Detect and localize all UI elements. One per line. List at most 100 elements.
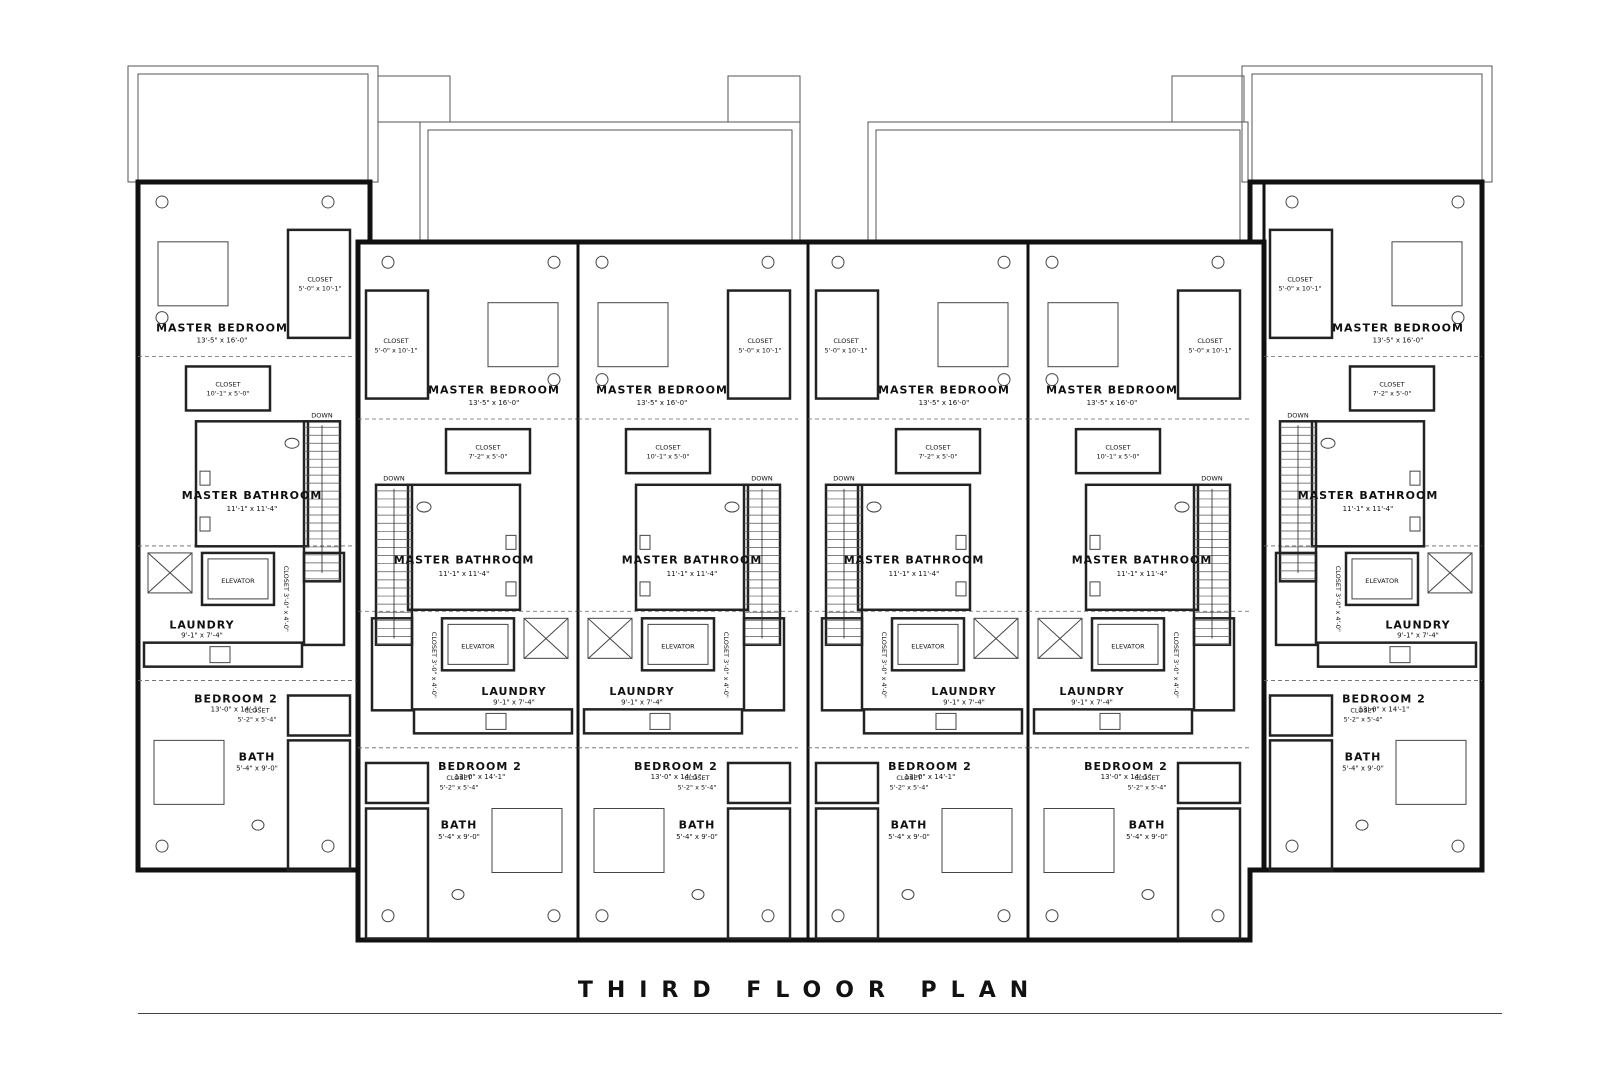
ceiling-light-icon bbox=[761, 255, 775, 269]
laundry-label: LAUNDRY bbox=[1385, 619, 1450, 632]
sink-icon bbox=[1089, 534, 1101, 550]
master-bed-icon bbox=[1391, 241, 1463, 307]
hall-closet-wall bbox=[370, 617, 414, 712]
ceiling-light-icon bbox=[381, 255, 395, 269]
bed2-bed-icon bbox=[1043, 807, 1115, 873]
closet-wall bbox=[286, 228, 352, 340]
toilet-icon bbox=[1174, 501, 1190, 513]
elevator-label: ELEVATOR bbox=[221, 577, 255, 585]
ceiling-light-icon bbox=[547, 255, 561, 269]
ceiling-light-icon bbox=[997, 909, 1011, 923]
laundry-sink-icon bbox=[649, 712, 671, 730]
bath-wall bbox=[814, 807, 880, 940]
ceiling-light-icon bbox=[155, 195, 169, 209]
bath-closet-dim: 10'-1" x 5'-0" bbox=[647, 452, 690, 460]
bed2-closet-wall bbox=[1176, 761, 1242, 805]
master-bathroom-label: MASTER BATHROOM bbox=[1298, 489, 1439, 502]
ceiling-light-icon bbox=[595, 373, 609, 387]
ceiling-light-icon bbox=[1451, 839, 1465, 853]
bedroom2-dim: 13'-0" x 14'-1" bbox=[905, 773, 956, 781]
title-underline bbox=[138, 1013, 1502, 1014]
balcony-u6-inner bbox=[1251, 73, 1483, 183]
elevator-label: ELEVATOR bbox=[661, 643, 695, 651]
bed2-closet-label: CLOSET bbox=[896, 774, 921, 782]
bed-closet-dim: 5'-0" x 10'-1" bbox=[1189, 346, 1232, 354]
closet-wall bbox=[726, 289, 792, 400]
closet-wall bbox=[894, 427, 982, 475]
bed-closet-dim: 5'-0" x 10'-1" bbox=[1279, 285, 1322, 293]
shaft-x bbox=[523, 617, 569, 660]
bed2-closet-wall bbox=[286, 694, 352, 737]
bathroom-wall bbox=[856, 483, 972, 612]
hall-closet-label: CLOSET 3'-0" x 4'-0" bbox=[1172, 632, 1180, 698]
elevator-car bbox=[1097, 623, 1159, 665]
balcony-u2-u3 bbox=[419, 121, 801, 243]
master-bedroom-dim: 13'-5" x 16'-0" bbox=[197, 337, 248, 345]
bath-wall bbox=[1176, 807, 1242, 940]
ceiling-light-icon bbox=[1045, 909, 1059, 923]
sink-icon bbox=[639, 534, 651, 550]
bed2-bed-icon bbox=[153, 739, 225, 805]
master-bathroom-label: MASTER BATHROOM bbox=[622, 554, 763, 567]
bedroom2-label: BEDROOM 2 bbox=[194, 692, 278, 705]
bed-closet-label: CLOSET bbox=[833, 337, 858, 345]
laundry-label: LAUNDRY bbox=[169, 619, 234, 632]
toilet-icon bbox=[724, 501, 740, 513]
ceiling-light-icon bbox=[1451, 311, 1465, 325]
toilet-icon bbox=[866, 501, 882, 513]
laundry-label: LAUNDRY bbox=[931, 685, 996, 698]
hall-closet-label: CLOSET 3'-0" x 4'-0" bbox=[1334, 566, 1342, 632]
closet-wall bbox=[184, 365, 272, 412]
ceiling-light-icon bbox=[547, 909, 561, 923]
plan-title: THIRD FLOOR PLAN bbox=[577, 978, 1043, 1003]
closet-wall bbox=[1348, 365, 1436, 412]
master-bedroom-label: MASTER BEDROOM bbox=[156, 322, 288, 335]
master-bed-icon bbox=[597, 302, 669, 368]
bathroom-wall bbox=[194, 420, 310, 548]
sink-icon bbox=[1409, 516, 1421, 532]
hall-closet-label: CLOSET 3'-0" x 4'-0" bbox=[282, 566, 290, 632]
master-bedroom-label: MASTER BEDROOM bbox=[878, 384, 1010, 397]
toilet-icon bbox=[416, 501, 432, 513]
ceiling-light-icon bbox=[831, 255, 845, 269]
balcony-u1 bbox=[127, 65, 379, 183]
elevator-car bbox=[447, 623, 509, 665]
hall-closet-wall bbox=[742, 617, 786, 712]
bath-label: BATH bbox=[441, 819, 478, 832]
master-bathroom-label: MASTER BATHROOM bbox=[182, 489, 323, 502]
bath-label: BATH bbox=[679, 819, 716, 832]
shaft-x bbox=[973, 617, 1019, 660]
shaft-box bbox=[523, 617, 569, 659]
ceiling-light-icon bbox=[1285, 839, 1299, 853]
bed2-closet-label: CLOSET bbox=[244, 706, 269, 714]
bath-dim: 5'-4" x 9'-0" bbox=[888, 833, 930, 841]
balcony-u6 bbox=[1241, 65, 1493, 183]
elevator-car bbox=[647, 623, 709, 665]
laundry-sink-icon bbox=[485, 712, 507, 730]
closet-wall bbox=[1074, 427, 1162, 475]
bath-wall bbox=[1268, 739, 1334, 872]
sink-icon bbox=[505, 534, 517, 550]
ceiling-light-icon bbox=[1211, 909, 1225, 923]
ceiling-light-icon bbox=[321, 195, 335, 209]
master-bathroom-dim: 11'-1" x 11'-4" bbox=[227, 505, 278, 513]
ceiling-light-icon bbox=[1211, 255, 1225, 269]
bed2-closet-wall bbox=[1268, 694, 1334, 737]
bath-closet-label: CLOSET bbox=[1379, 380, 1404, 388]
master-bedroom-dim: 13'-5" x 16'-0" bbox=[469, 399, 520, 407]
master-bathroom-dim: 11'-1" x 11'-4" bbox=[439, 570, 490, 578]
bedroom2-label: BEDROOM 2 bbox=[888, 760, 972, 773]
stair-down-label: DOWN bbox=[751, 475, 773, 483]
laundry-counter bbox=[582, 708, 744, 735]
stair-down-label: DOWN bbox=[1201, 475, 1223, 483]
bath-dim: 5'-4" x 9'-0" bbox=[1342, 764, 1384, 772]
master-bedroom-label: MASTER BEDROOM bbox=[1046, 384, 1178, 397]
closet-wall bbox=[444, 427, 532, 475]
toilet-icon bbox=[251, 819, 265, 831]
ceiling-light-icon bbox=[155, 839, 169, 853]
bath-closet-dim: 10'-1" x 5'-0" bbox=[207, 389, 250, 397]
stair-down-label: DOWN bbox=[311, 411, 333, 419]
ceiling-light-icon bbox=[1285, 195, 1299, 209]
balcony-u1-inner bbox=[137, 73, 369, 183]
